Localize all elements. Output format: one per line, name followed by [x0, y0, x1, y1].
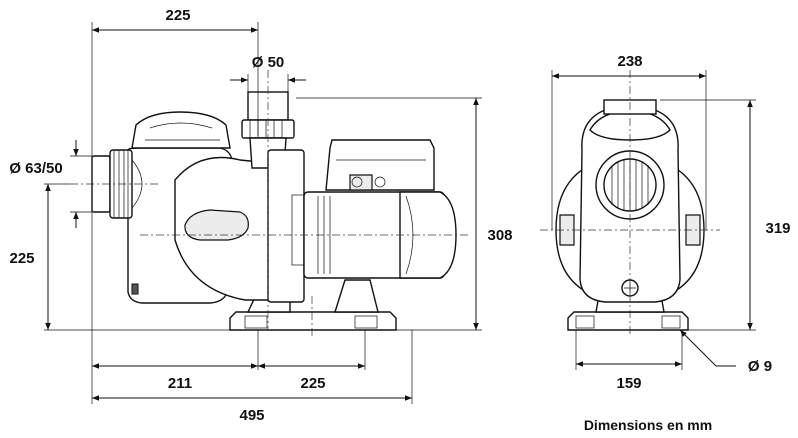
dim-overall-height-side: 308	[487, 227, 512, 244]
dim-base-left: 211	[168, 375, 192, 392]
front-view-dimensions	[551, 70, 756, 370]
side-view	[70, 70, 470, 336]
dim-bolt-hole-diameter: Ø 9	[748, 358, 772, 375]
units-caption: Dimensions en mm	[584, 417, 712, 433]
dim-overall-height-front: 319	[765, 220, 790, 237]
dim-overall-length: 495	[239, 407, 264, 424]
side-view-dimensions	[44, 22, 482, 404]
dim-top-width: 225	[165, 7, 190, 24]
dimension-labels: 225 Ø 50 Ø 63/50 225 308 211 225 495 238…	[9, 7, 790, 433]
dim-base-right: 225	[300, 375, 325, 392]
dim-front-width: 238	[617, 53, 642, 70]
dim-front-base-width: 159	[616, 375, 641, 392]
dim-outlet-diameter: Ø 50	[252, 54, 285, 71]
dim-inlet-diameter: Ø 63/50	[9, 160, 62, 177]
dim-inlet-height: 225	[9, 250, 34, 267]
front-view	[540, 70, 720, 336]
